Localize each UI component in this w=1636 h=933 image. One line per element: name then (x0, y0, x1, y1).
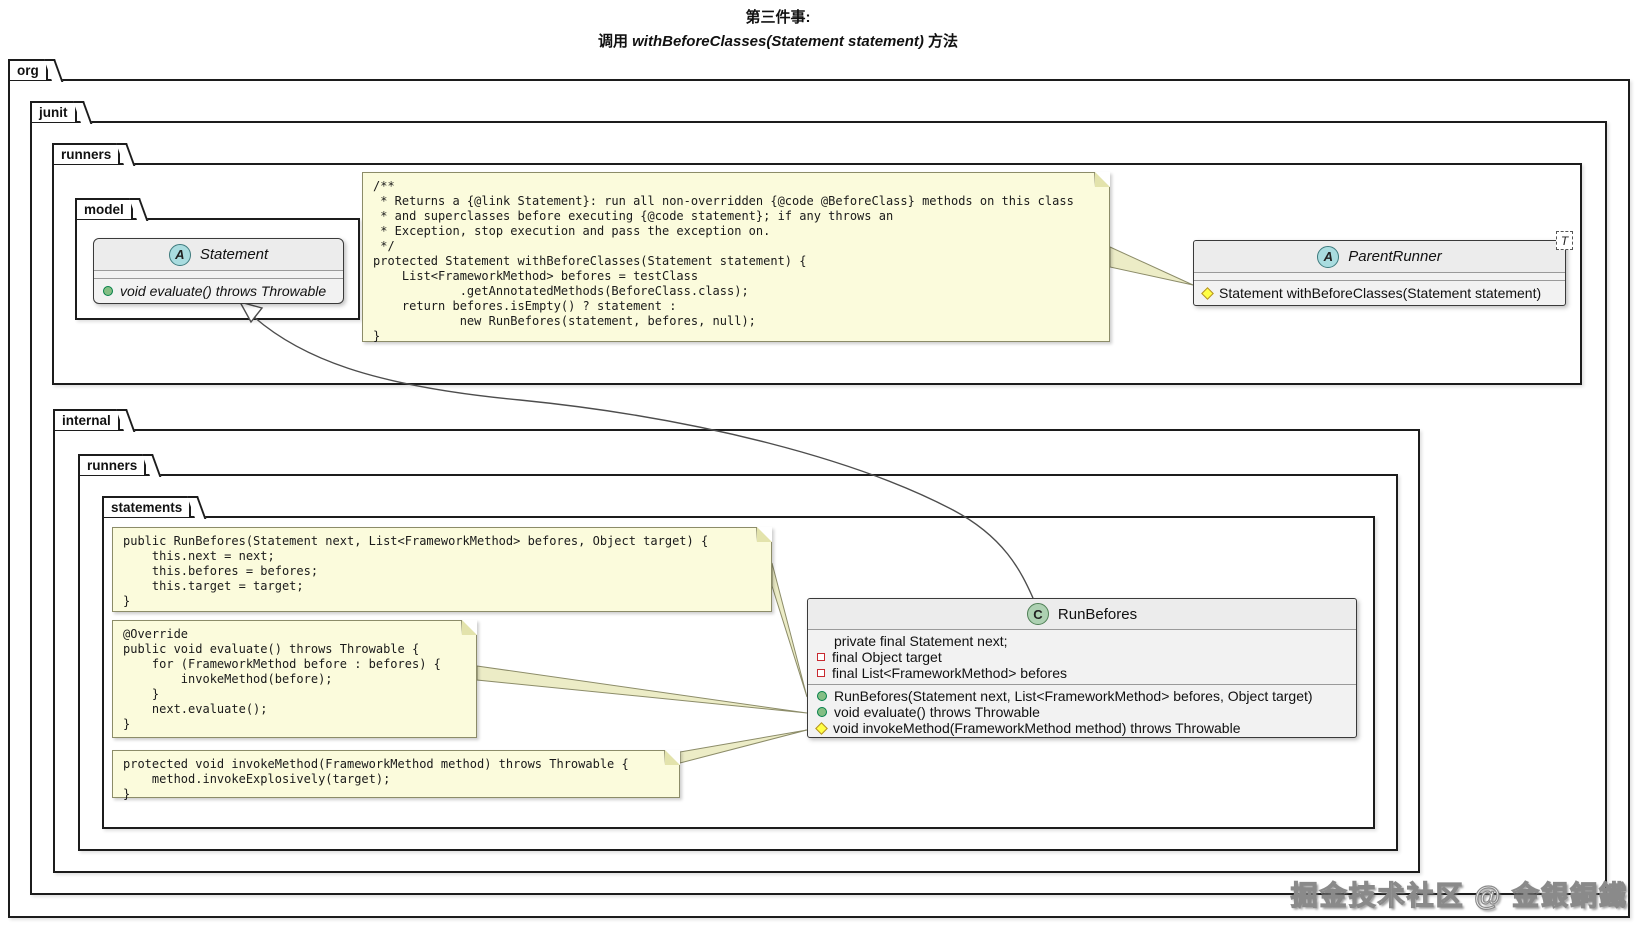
generic-type-badge: T (1556, 231, 1573, 250)
abstract-class-icon: A (168, 243, 191, 266)
package-tab-runners-top: runners (52, 143, 121, 164)
package-tab-statements: statements (102, 496, 192, 517)
class-name: ParentRunner (1348, 248, 1442, 265)
method-row: Statement withBeforeClasses(Statement st… (1194, 281, 1565, 305)
package-tab-junit: junit (30, 101, 77, 122)
class-icon: C (1026, 603, 1049, 625)
package-tab-runners-inner: runners (78, 454, 147, 475)
field-row: final Object target (808, 649, 1356, 665)
green-circle-icon (817, 707, 827, 717)
note-withbeforeclasses-code: /** * Returns a {@link Statement}: run a… (362, 172, 1110, 343)
package-tab-model: model (75, 198, 133, 219)
package-tab-org: org (8, 59, 48, 80)
class-parentrunner: A ParentRunner Statement withBeforeClass… (1193, 240, 1566, 306)
field-row: final List<FrameworkMethod> befores (808, 665, 1356, 681)
fields-section: private final Statement next; final Obje… (808, 630, 1356, 685)
red-square-icon (817, 653, 825, 661)
class-runbefores-header: C RunBefores (808, 599, 1356, 630)
method-row: void evaluate() throws Throwable (808, 704, 1356, 720)
class-statement: A Statement void evaluate() throws Throw… (93, 238, 344, 304)
green-circle-icon (817, 691, 827, 701)
note-constructor-code: public RunBefores(Statement next, List<F… (112, 527, 772, 612)
method-row: void evaluate() throws Throwable (94, 279, 343, 303)
abstract-class-icon: A (1317, 245, 1340, 268)
package-tab-internal: internal (53, 409, 120, 430)
title-line1: 第三件事: (745, 9, 811, 26)
title-line2: 调用 withBeforeClasses(Statement statement… (597, 33, 959, 50)
note-invokemethod-code: protected void invokeMethod(FrameworkMet… (112, 750, 680, 801)
red-square-icon (817, 669, 825, 677)
fields-section-empty (94, 271, 343, 279)
class-parentrunner-header: A ParentRunner (1194, 241, 1565, 273)
yellow-diamond-icon (1201, 286, 1214, 300)
class-name: RunBefores (1057, 605, 1138, 623)
watermark: 掘金技术社区 @ 金銀銅鐵 (1290, 880, 1628, 911)
field-row: private final Statement next; (834, 633, 1008, 649)
diagram-title: 第三件事: 调用 withBeforeClasses(Statement sta… (0, 6, 1556, 51)
green-circle-icon (103, 286, 113, 296)
methods-section: RunBefores(Statement next, List<Framewor… (808, 685, 1356, 739)
method-row: void invokeMethod(FrameworkMethod method… (808, 720, 1356, 736)
method-row: RunBefores(Statement next, List<Framewor… (808, 688, 1356, 704)
class-runbefores: C RunBefores private final Statement nex… (807, 598, 1357, 738)
fields-section-empty (1194, 273, 1565, 281)
class-name: Statement (199, 246, 269, 263)
yellow-diamond-icon (815, 721, 828, 735)
class-statement-header: A Statement (94, 239, 343, 271)
title-method-signature: withBeforeClasses(Statement statement) (632, 33, 924, 50)
note-evaluate-code: @Override public void evaluate() throws … (112, 620, 477, 738)
